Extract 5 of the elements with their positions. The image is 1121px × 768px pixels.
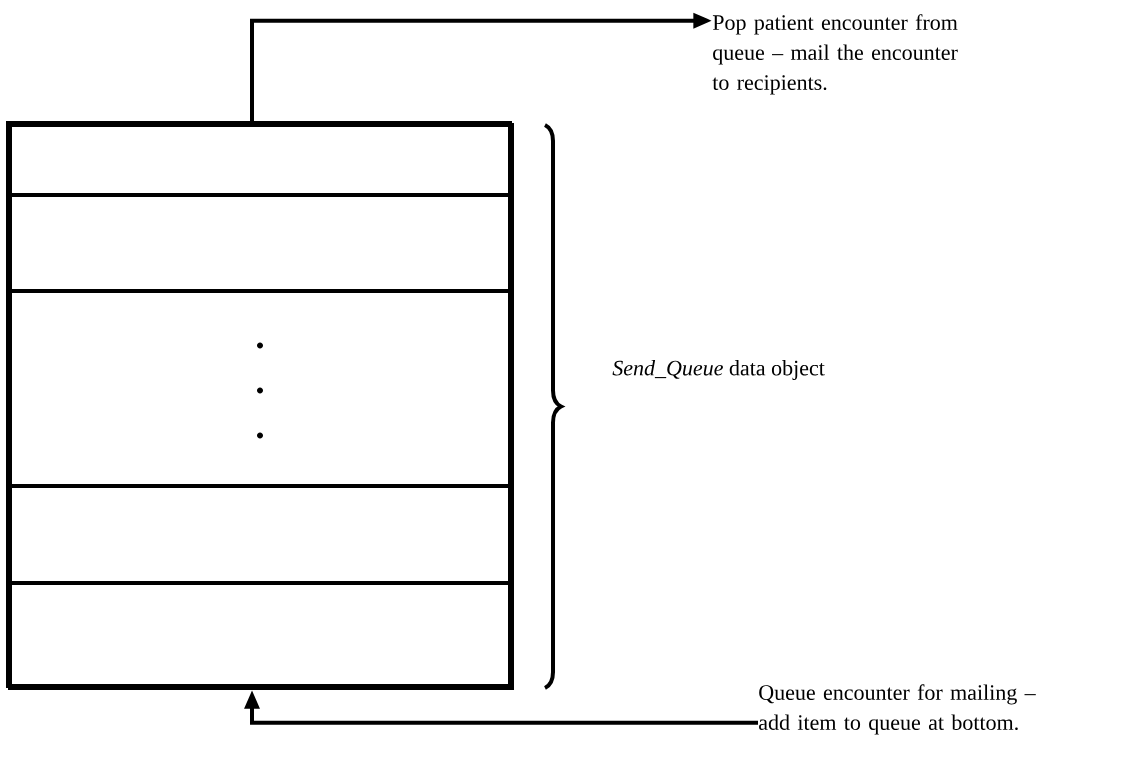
- queue-slot: [6, 581, 512, 688]
- queue-box: [8, 123, 514, 690]
- text-label: Queue encounter for mailing – add item to queue at bottom.: [759, 684, 1036, 735]
- brace-label: Send_Queue data object: [612, 360, 825, 380]
- text-label: Pop patient encounter from queue – mail the encounter to recipients.: [712, 14, 958, 95]
